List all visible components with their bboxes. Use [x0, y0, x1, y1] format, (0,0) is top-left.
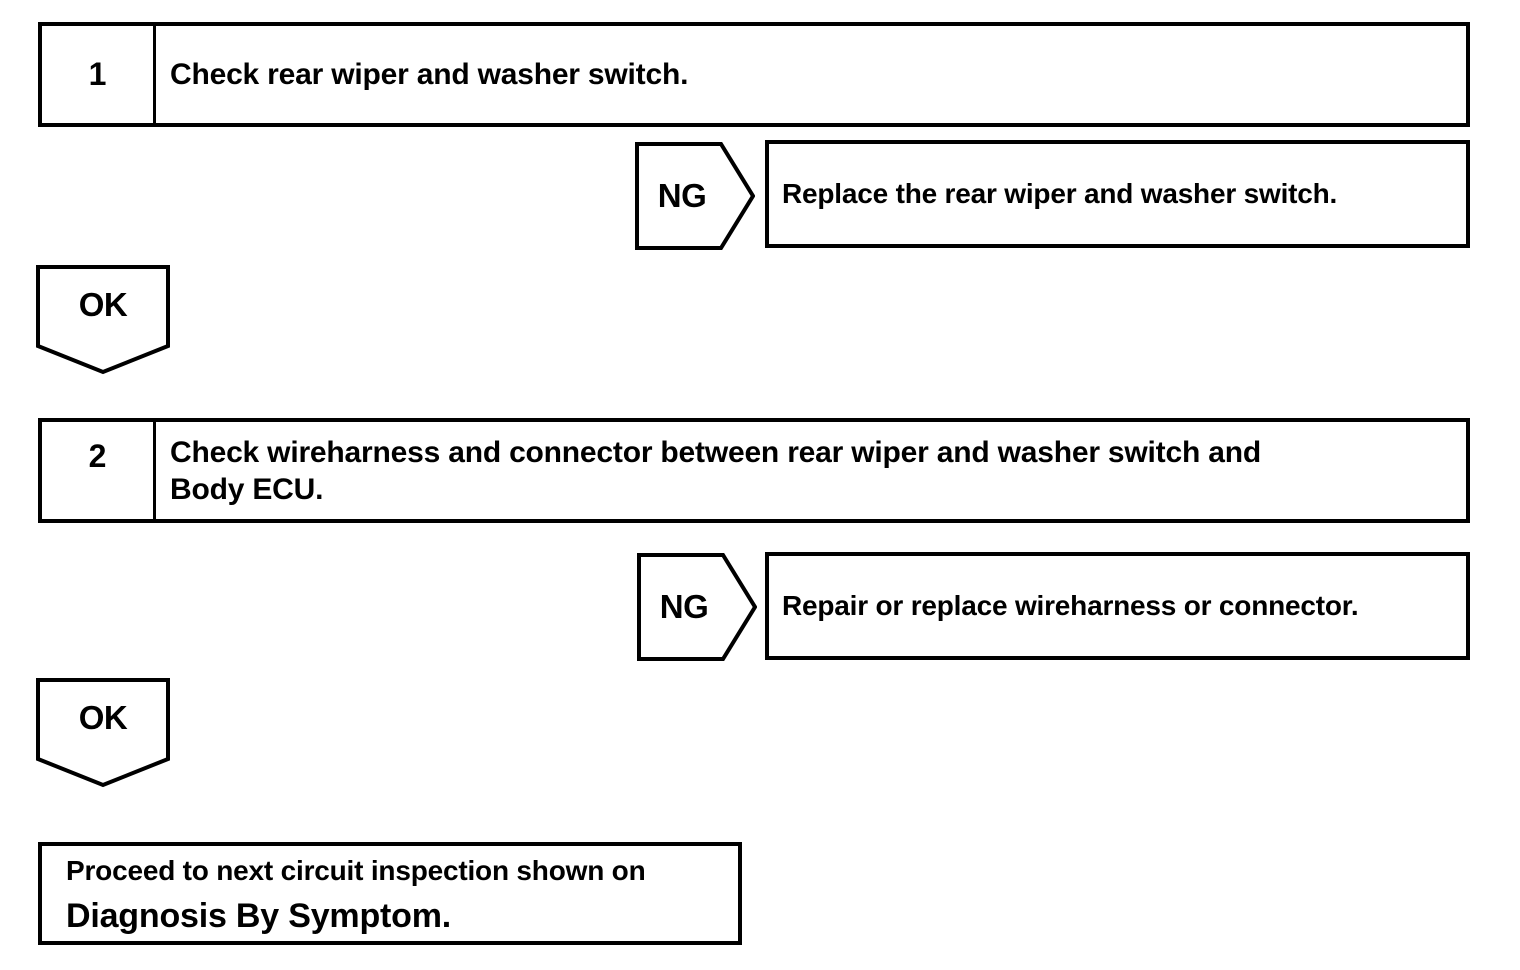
- result-box-2: Repair or replace wireharness or connect…: [765, 552, 1470, 660]
- ng-arrow-1-label: NG: [657, 177, 707, 214]
- terminal-line-1: Proceed to next circuit inspection shown…: [66, 855, 646, 886]
- step-1-instruction-line-1: Check rear wiper and washer switch.: [170, 58, 689, 91]
- ok-arrow-1: OK: [36, 265, 170, 375]
- step-1-box: 1 Check rear wiper and washer switch.: [38, 22, 1470, 127]
- ok-arrow-icon: [36, 678, 170, 788]
- result-2-text: Repair or replace wireharness or connect…: [782, 590, 1359, 621]
- ok-arrow-2-label: OK: [78, 699, 128, 736]
- ok-arrow-icon: [36, 265, 170, 375]
- ng-arrow-icon: [635, 142, 755, 250]
- step-2-number: 2: [42, 422, 156, 519]
- step-2-instruction: Check wireharness and connector between …: [156, 422, 1466, 519]
- terminal-line-2: Diagnosis By Symptom.: [66, 897, 451, 935]
- ng-arrow-2-label: NG: [659, 588, 709, 625]
- step-2-box: 2 Check wireharness and connector betwee…: [38, 418, 1470, 523]
- step-2-instruction-line-2: Body ECU.: [170, 472, 324, 506]
- result-box-1: Replace the rear wiper and washer switch…: [765, 140, 1470, 248]
- step-1-instruction: Check rear wiper and washer switch.: [156, 26, 1466, 123]
- step-2-instruction-line-1: Check wireharness and connector between …: [170, 435, 1261, 469]
- ng-arrow-icon: [637, 553, 757, 661]
- terminal-box: Proceed to next circuit inspection shown…: [38, 842, 742, 945]
- ng-arrow-1: NG: [635, 142, 755, 250]
- ok-arrow-1-label: OK: [78, 286, 128, 323]
- ok-arrow-2: OK: [36, 678, 170, 788]
- step-1-number: 1: [42, 26, 156, 123]
- result-1-text: Replace the rear wiper and washer switch…: [782, 178, 1338, 209]
- ng-arrow-2: NG: [637, 553, 757, 661]
